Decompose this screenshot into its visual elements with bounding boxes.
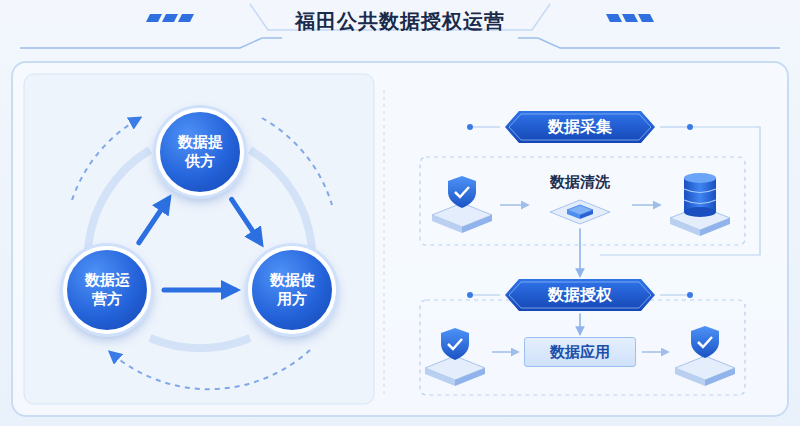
platform-icon [545, 196, 615, 226]
party-circle: 数据运营方 [63, 246, 151, 334]
flow-arrow [164, 288, 235, 293]
divider [384, 90, 385, 395]
node-label: 数据采集 [548, 117, 612, 138]
flow-arrow [579, 229, 581, 276]
node-label: 数据提供方 [177, 133, 224, 171]
main-panel [12, 62, 788, 416]
flow-arrow [139, 199, 168, 242]
stage-banner: 数据采集 [505, 111, 655, 143]
party-circle: 数据提供方 [156, 108, 244, 196]
shield-platform-icon [432, 176, 492, 233]
database-icon [670, 173, 730, 236]
shield-platform-icon [425, 328, 485, 386]
flow-arrow [232, 199, 261, 242]
flow-arrow [579, 314, 581, 334]
stage-banner: 数据授权 [505, 279, 655, 311]
process-step: 数据清洗 [540, 173, 620, 226]
node-label: 数据应用 [550, 343, 610, 362]
shield-platform-icon [675, 326, 735, 386]
frame-dots [467, 124, 693, 298]
diagram-title: 福田公共数据授权运营 [0, 8, 800, 35]
node-label: 数据使用方 [269, 271, 316, 309]
process-box: 数据应用 [524, 337, 636, 367]
node-label: 数据运营方 [84, 271, 131, 309]
flow-arrow [492, 205, 668, 352]
left-panel [24, 74, 374, 404]
node-label: 数据清洗 [540, 173, 620, 192]
node-label: 数据授权 [548, 285, 612, 306]
party-circle: 数据使用方 [248, 246, 336, 334]
flow-frame [420, 127, 760, 395]
